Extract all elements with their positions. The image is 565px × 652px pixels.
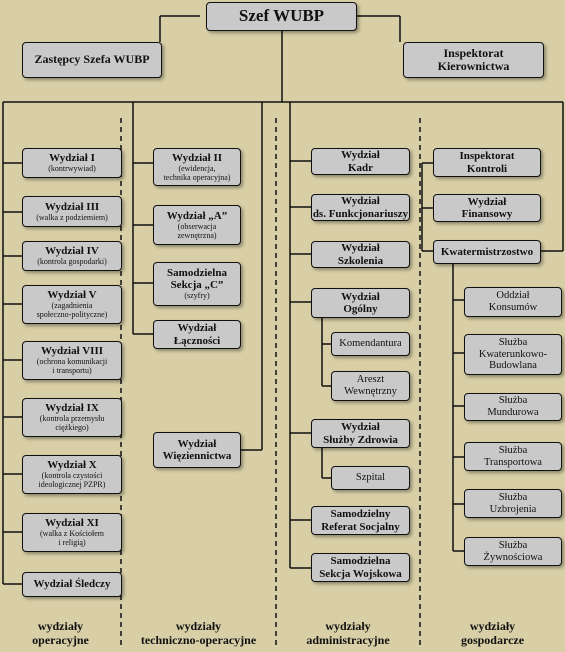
econ-title: Kwatermistrzostwo	[440, 245, 534, 258]
op-sub: (ochrona komunikacji i transportu)	[36, 357, 108, 376]
admin-box: Wydział Kadr	[311, 148, 410, 175]
szpital-label: Szpital	[355, 472, 386, 484]
econ-title: Inspektorat Kontroli	[459, 150, 515, 175]
op-title: Wydział XI	[45, 517, 99, 530]
op-sub: (kontrola czystości ideologicznej PZPR)	[38, 471, 106, 490]
komendantura-label: Komendantura	[339, 338, 402, 350]
op-box: Wydział VIII (ochrona komunikacji i tran…	[22, 341, 122, 380]
op-box: Wydział I (kontrwywiad)	[22, 148, 122, 178]
op-box: Wydział Śledczy	[22, 572, 122, 597]
op-box: Wydział III (walka z podziemiem)	[22, 196, 122, 227]
kwater-unit-label: Służba Kwaterunkowo- Budowlana	[478, 337, 548, 372]
tech-sub: (obserwacja zewnętrzna)	[177, 221, 217, 240]
admin-box: Samodzielny Referat Socjalny	[311, 506, 410, 535]
deputies-title: Zastępcy Szefa WUBP	[34, 52, 150, 67]
op-box: Wydział X (kontrola czystości ideologicz…	[22, 455, 122, 494]
op-box: Wydział IV (kontrola gospodarki)	[22, 241, 122, 271]
admin-title: Wydział ds. Funkcjonariuszy	[312, 195, 409, 220]
tech-title: Wydział Łączności	[173, 322, 221, 347]
op-box: Wydział XI (walka z Kościołem i religią)	[22, 513, 122, 552]
tech-sub: (ewidencja, technika operacyjna)	[163, 163, 231, 182]
admin-title: Samodzielna Sekcja Wojskowa	[319, 555, 402, 580]
op-sub: (kontrwywiad)	[48, 164, 96, 174]
admin-title: Wydział Szkolenia	[337, 242, 384, 267]
op-sub: (walka z Kościołem i religią)	[40, 529, 104, 548]
inspectorate-title: Inspektorat Kierownictwa	[437, 45, 510, 73]
kwater-unit-box: Oddział Konsumów	[464, 287, 562, 317]
op-sub: (walka z podziemiem)	[36, 212, 108, 222]
admin-box: Wydział ds. Funkcjonariuszy	[311, 194, 410, 221]
op-title: Wydział VIII	[40, 345, 104, 358]
kwater-unit-label: Służba Żywnościowa	[483, 539, 543, 563]
admin-box: Samodzielna Sekcja Wojskowa	[311, 553, 410, 582]
category-administrative: wydziały administracyjne	[306, 619, 390, 647]
kwater-unit-box: Służba Mundurowa	[464, 393, 562, 421]
econ-box: Wydział Finansowy	[433, 194, 541, 222]
admin-box: Wydział Szkolenia	[311, 241, 410, 268]
op-title: Wydział X	[47, 459, 97, 472]
admin-box: Wydział Służby Zdrowia	[311, 419, 410, 448]
admin-box: Wydział Ogólny	[311, 288, 410, 318]
tech-title: Wydział Więziennictwa	[162, 437, 232, 462]
op-title: Wydział V	[47, 289, 97, 302]
admin-sub-box: Szpital	[331, 466, 410, 490]
inspectorate-box: Inspektorat Kierownictwa	[403, 42, 544, 78]
kwater-unit-label: Służba Transportowa	[484, 444, 542, 468]
szef-title: Szef WUBP	[238, 6, 325, 26]
admin-sub-box: Komendantura	[331, 332, 410, 356]
kwater-unit-box: Służba Transportowa	[464, 442, 562, 471]
op-sub: (kontrola gospodarki)	[37, 257, 107, 267]
op-title: Wydział Śledczy	[33, 578, 111, 591]
op-title: Wydział I	[49, 152, 95, 165]
areszt-label: Areszt Wewnętrzny	[344, 374, 397, 397]
kwater-unit-label: Oddział Konsumów	[488, 290, 538, 313]
admin-title: Wydział Służby Zdrowia	[323, 421, 398, 446]
admin-title: Samodzielny Referat Socjalny	[321, 508, 400, 533]
tech-title: Wydział II	[171, 151, 222, 164]
op-sub: (zagadnienia społeczno-polityczne)	[36, 301, 108, 320]
kwater-unit-label: Służba Mundurowa	[487, 395, 539, 418]
kwatermistrzostwo-box: Kwatermistrzostwo	[433, 240, 541, 264]
tech-sub: (szyfry)	[184, 291, 210, 301]
category-operational: wydziały operacyjne	[32, 619, 89, 647]
admin-title: Wydział Ogólny	[341, 290, 380, 315]
tech-title: Wydział „A”	[166, 209, 228, 222]
op-sub: (kontrola przemysłu ciężkiego)	[39, 414, 105, 433]
category-technical: wydziały techniczno-operacyjne	[140, 619, 257, 647]
tech-box: Samodzielna Sekcja „C” (szyfry)	[153, 262, 241, 306]
deputies-box: Zastępcy Szefa WUBP	[22, 42, 162, 78]
category-economic: wydziały gospodarcze	[460, 619, 525, 647]
kwater-unit-box: Służba Uzbrojenia	[464, 489, 562, 518]
op-title: Wydział IV	[45, 245, 99, 258]
tech-box: Wydział Więziennictwa	[153, 432, 241, 468]
kwater-unit-box: Służba Kwaterunkowo- Budowlana	[464, 334, 562, 375]
kwater-unit-label: Służba Uzbrojenia	[489, 491, 537, 515]
op-title: Wydział III	[44, 200, 100, 213]
tech-box: Wydział II (ewidencja, technika operacyj…	[153, 148, 241, 186]
admin-sub-box: Areszt Wewnętrzny	[331, 371, 410, 401]
kwater-unit-box: Służba Żywnościowa	[464, 537, 562, 566]
econ-box: Inspektorat Kontroli	[433, 148, 541, 177]
op-title: Wydział IX	[45, 402, 99, 415]
admin-title: Wydział Kadr	[341, 149, 380, 174]
szef-box: Szef WUBP	[206, 2, 357, 31]
tech-title: Samodzielna Sekcja „C”	[167, 267, 227, 292]
tech-box: Wydział Łączności	[153, 320, 241, 349]
econ-title: Wydział Finansowy	[461, 195, 513, 220]
op-box: Wydział V (zagadnienia społeczno-polityc…	[22, 285, 122, 324]
tech-box: Wydział „A” (obserwacja zewnętrzna)	[153, 205, 241, 245]
op-box: Wydział IX (kontrola przemysłu ciężkiego…	[22, 398, 122, 437]
